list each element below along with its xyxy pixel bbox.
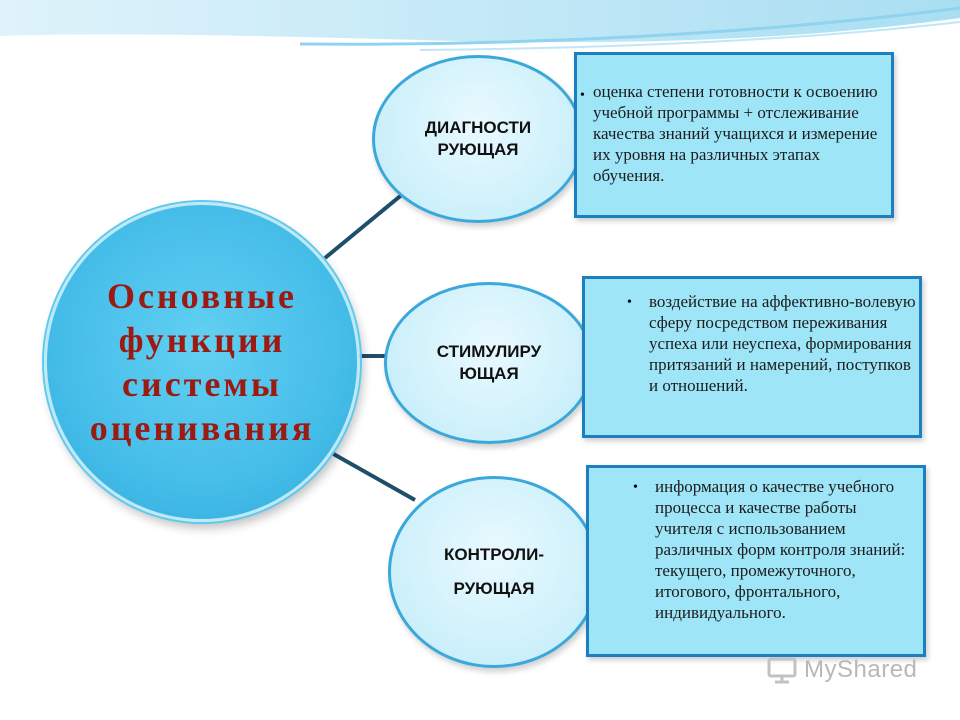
description-box-controlling: • информация о качестве учебного процесс… <box>586 465 926 657</box>
description-controlling: информация о качестве учебного процесса … <box>655 477 906 622</box>
central-circle: Основные функции системы оценивания <box>44 202 360 522</box>
bullet-icon: • <box>627 295 632 310</box>
connector-diagnostic <box>323 186 412 260</box>
connector-controlling <box>329 450 416 502</box>
watermark: MyShared <box>766 656 917 684</box>
function-circle-diagnostic: ДИАГНОСТИ РУЮЩАЯ <box>372 55 584 223</box>
function-label-stimulating: СТИМУЛИРУ ЮЩАЯ <box>436 342 542 383</box>
description-stimulating: воздействие на аффективно-волевую сферу … <box>649 292 916 395</box>
description-box-diagnostic: • оценка степени готовности к освоению у… <box>574 52 894 218</box>
function-circle-controlling: КОНТРОЛИ- РУЮЩАЯ <box>388 476 600 668</box>
bullet-icon: • <box>633 480 638 495</box>
description-diagnostic: оценка степени готовности к освоению уче… <box>593 82 878 185</box>
decorative-wave-background <box>0 0 960 51</box>
function-label-diagnostic: ДИАГНОСТИ РУЮЩАЯ <box>424 118 532 159</box>
function-label-controlling: КОНТРОЛИ- РУЮЩАЯ <box>444 545 544 598</box>
watermark-text: MyShared <box>804 656 918 683</box>
bullet-icon: • <box>580 88 585 103</box>
central-title: Основные функции системы оценивания <box>89 276 315 448</box>
description-box-stimulating: • воздействие на аффективно-волевую сфер… <box>582 276 922 438</box>
presentation-icon <box>767 657 797 684</box>
function-circle-stimulating: СТИМУЛИРУ ЮЩАЯ <box>384 282 594 444</box>
